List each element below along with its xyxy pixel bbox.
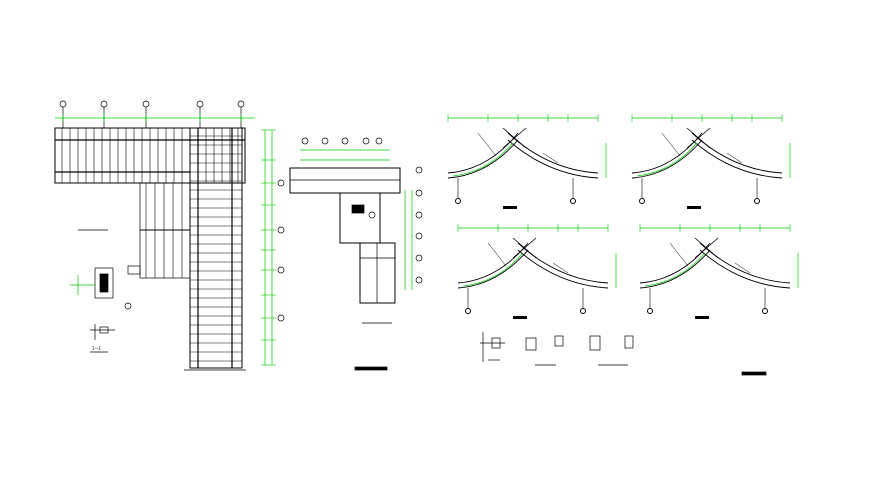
roof-profile [457, 242, 609, 289]
axis-bubbles-right [277, 179, 285, 322]
axis-bubbles-top [59, 100, 245, 128]
roof-sections [447, 114, 799, 319]
detail-2 [525, 335, 564, 366]
roof-section-2 [631, 114, 791, 209]
plan-middle [289, 137, 423, 371]
cad-line [686, 127, 711, 149]
detail-node-left: 1—1 [70, 265, 141, 353]
inner-rafters [140, 183, 190, 278]
axis-bubble [762, 308, 768, 314]
axis-bubble [455, 198, 461, 204]
title-block-right [741, 371, 767, 376]
roof-profile-green [636, 142, 698, 177]
roof-profile-green [462, 252, 524, 287]
detail-label-a: 1—1 [92, 346, 102, 351]
cad-line [734, 262, 751, 274]
cad-line [502, 127, 527, 149]
axis-bubble [465, 308, 471, 314]
cad-line [552, 262, 569, 274]
bottom-details [480, 332, 767, 376]
plan-left: 1—1 [54, 100, 285, 371]
roof-profile-green [644, 252, 706, 287]
axis-bubble [570, 198, 576, 204]
cad-line [661, 132, 681, 157]
section-title-bar [687, 206, 701, 209]
roof-section-3 [457, 224, 617, 319]
section-title-bar [695, 316, 709, 319]
cad-line [487, 242, 507, 267]
axis-bubbles-middle-top [301, 137, 383, 145]
section-title-bar [503, 206, 517, 209]
axis-bubbles-middle-right [415, 166, 423, 284]
detail-1 [480, 332, 505, 362]
axis-bubble [580, 308, 586, 314]
roof-profile [631, 132, 783, 179]
cad-line [477, 132, 497, 157]
roof-section-4 [639, 224, 799, 319]
cad-line [694, 237, 719, 259]
axis-bubble [639, 198, 645, 204]
roof-profile-green [452, 142, 514, 177]
roof-profile [447, 132, 599, 179]
cad-line [512, 237, 537, 259]
cad-line [669, 242, 689, 267]
roof-profile [639, 242, 791, 289]
detail-3 [589, 335, 634, 366]
title-block-middle [354, 366, 388, 371]
cad-line [542, 152, 559, 164]
cad-line [726, 152, 743, 164]
section-title-bar [513, 316, 527, 319]
axis-bubble [647, 308, 653, 314]
battens-vertical [190, 135, 242, 362]
roof-section-1 [447, 114, 607, 209]
axis-bubble [754, 198, 760, 204]
